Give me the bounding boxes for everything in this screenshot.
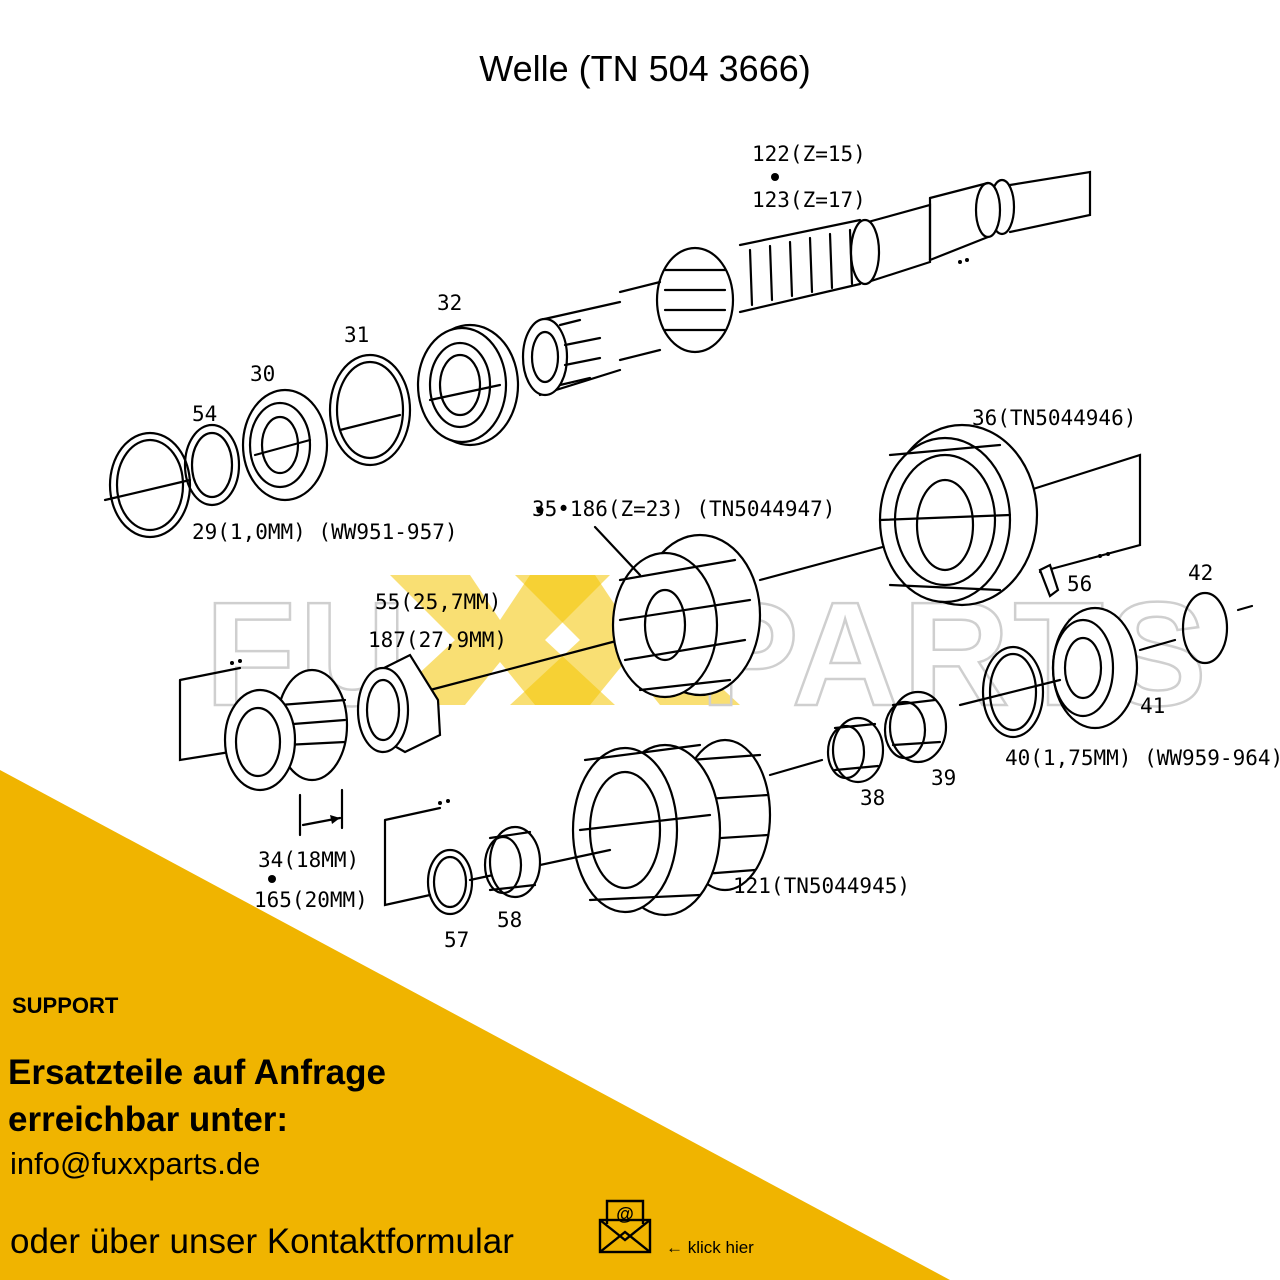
label-36: 36(TN5044946): [972, 406, 1136, 430]
label-29: 29(1,0MM) (WW951-957): [192, 520, 458, 544]
support-heading: SUPPORT: [12, 993, 119, 1018]
part-35-gear: [611, 533, 762, 699]
label-38: 38: [860, 786, 885, 810]
label-39: 39: [931, 766, 956, 790]
part-34-collar-gear: [223, 668, 349, 837]
label-34: 34(18MM): [258, 848, 359, 872]
part-56-screw: [1038, 563, 1060, 598]
label-56: 56: [1067, 572, 1092, 596]
envelope-at-icon[interactable]: @: [597, 1196, 653, 1256]
click-here-link[interactable]: ← klick hier: [666, 1238, 754, 1257]
leader-lines: [268, 173, 779, 883]
label-32: 32: [437, 291, 462, 315]
support-line-1: Ersatzteile auf Anfrage: [8, 1053, 386, 1092]
svg-text:@: @: [616, 1204, 634, 1224]
label-31: 31: [344, 323, 369, 347]
label-121: 121(TN5044945): [733, 874, 910, 898]
label-35: 35•186(Z=23) (TN5044947): [532, 497, 835, 521]
shaft-middle: [178, 453, 1142, 762]
part-32-bearing: [416, 323, 520, 447]
part-58-needle-bearing: [483, 825, 542, 899]
label-30: 30: [250, 362, 275, 386]
label-40: 40(1,75MM) (WW959-964): [1005, 746, 1280, 770]
part-38-needle-bearing: [768, 716, 885, 784]
support-email-link[interactable]: info@fuxxparts.de: [10, 1146, 261, 1181]
part-29-shim: [103, 431, 192, 539]
label-165: 165(20MM): [254, 888, 368, 912]
part-121-gear-cluster: [571, 738, 772, 917]
page-title: Welle (TN 504 3666): [479, 48, 811, 89]
label-123: 123(Z=17): [752, 188, 866, 212]
part-55-bushing: [356, 653, 442, 754]
shaft-upper: [521, 170, 1092, 397]
label-57: 57: [444, 928, 469, 952]
label-54: 54: [192, 402, 217, 426]
part-labels: 122(Z=15) 123(Z=17) 32 31 30 54 29(1,0MM…: [192, 142, 1280, 952]
label-41: 41: [1140, 694, 1165, 718]
label-42: 42: [1188, 561, 1213, 585]
label-58: 58: [497, 908, 522, 932]
support-line-2: erreichbar unter:: [8, 1100, 289, 1139]
label-55: 55(25,7MM): [375, 590, 501, 614]
part-54-ring: [183, 423, 241, 507]
contact-form-text: oder über unser Kontaktformular: [10, 1222, 514, 1261]
label-187: 187(27,9MM): [368, 628, 507, 652]
part-42-clip: [1181, 591, 1254, 665]
part-30-bearing: [241, 388, 329, 502]
part-40-shim: [958, 645, 1062, 739]
part-57-snap-ring: [426, 848, 474, 916]
part-31-snap-ring: [328, 353, 412, 467]
part-39-needle-bearing: [883, 690, 948, 764]
part-36-synchro: [878, 423, 1039, 607]
part-41-bearing: [1051, 606, 1177, 730]
label-122: 122(Z=15): [752, 142, 866, 166]
